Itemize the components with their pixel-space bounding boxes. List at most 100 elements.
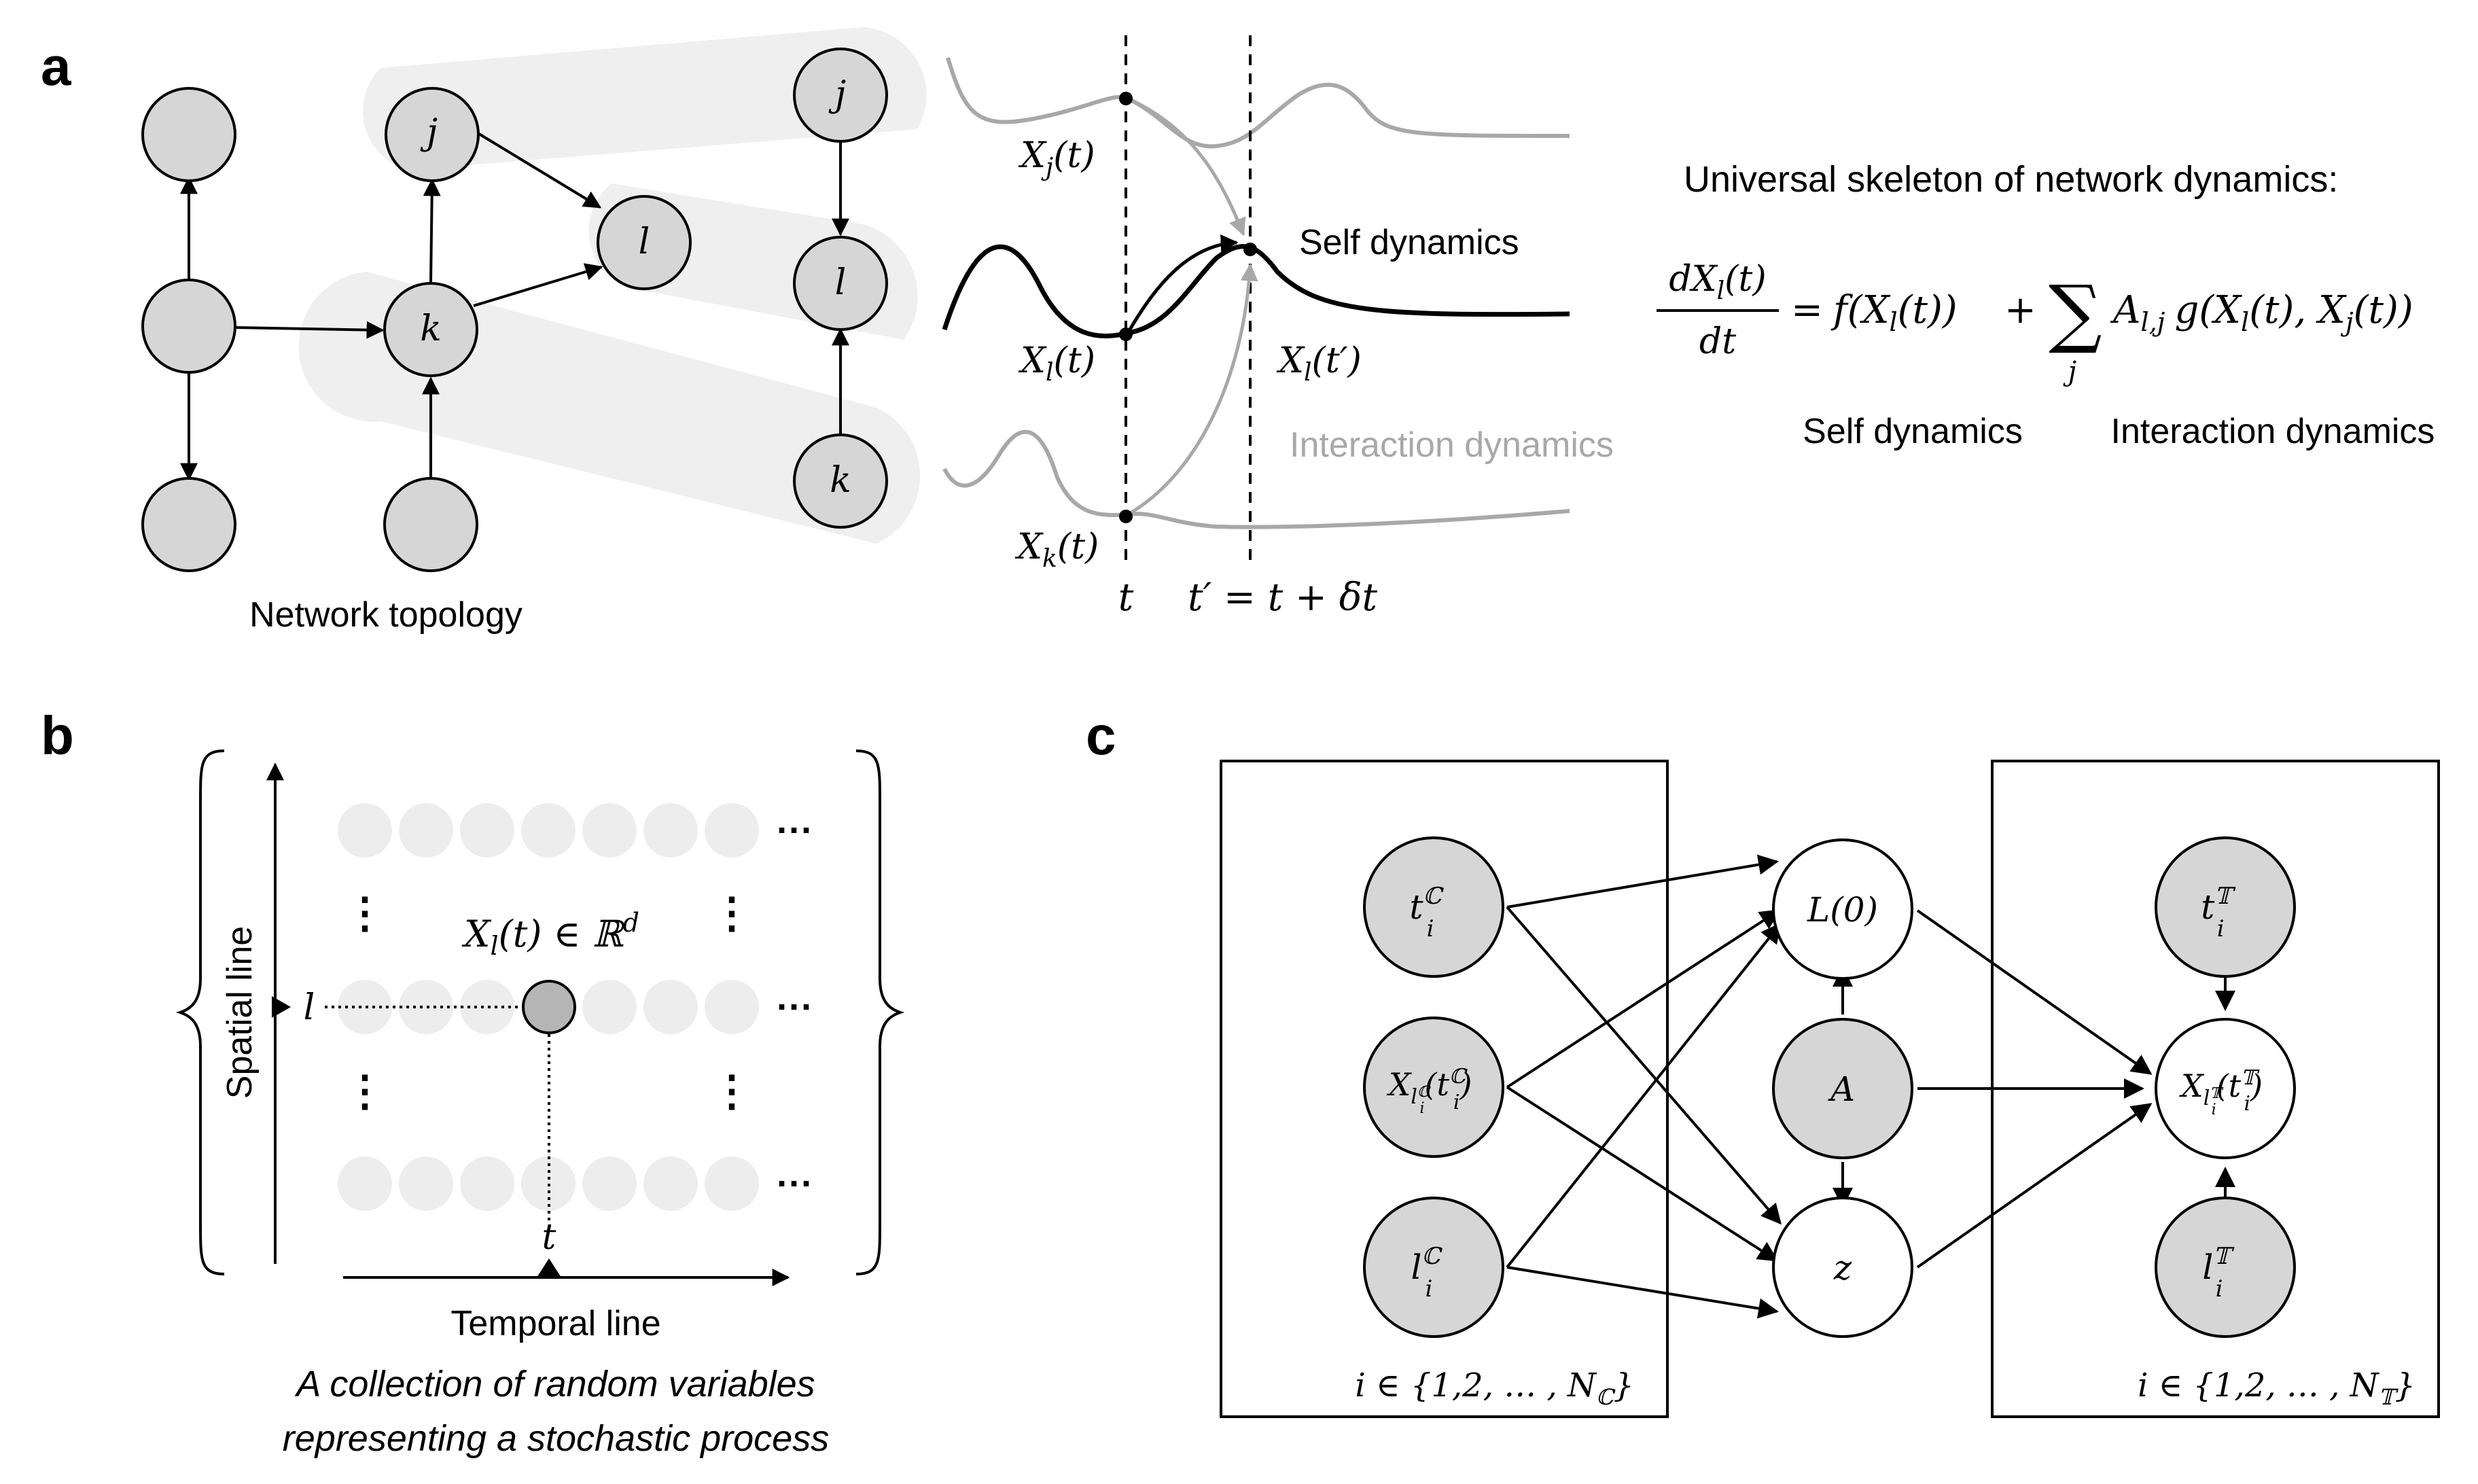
right-brace: [855, 749, 905, 1275]
node-top-left: [141, 87, 236, 182]
edge-lc-z: [1506, 1266, 1779, 1319]
plate-context-label: i ∈ {1,2, … , Nℂ}: [1355, 1366, 1634, 1410]
chain-node-k-label: k: [830, 460, 851, 501]
eq-numerator: dXl(t): [1669, 259, 1766, 305]
left-brace: [175, 749, 225, 1275]
eq-sum: ∑: [2049, 269, 2102, 356]
point-xl: [1119, 328, 1133, 341]
node-t-context: [1363, 836, 1504, 978]
node-l: [597, 195, 692, 290]
node-l-context: [1363, 1197, 1504, 1338]
stochastic-grid: Spatial line Temporal line l t Xl(t) ∈ ℝ…: [175, 749, 905, 1459]
time-traces: Xj(t) Xl(t) Xl(t′) Xk(t) t t′ = t + δt S…: [942, 35, 1614, 620]
arrow-j-influence: [1127, 96, 1246, 236]
node-l-target: [2155, 1197, 2296, 1338]
skeleton-title: Universal skeleton of network dynamics:: [1684, 159, 2338, 200]
l-marker-triangle: [272, 996, 291, 1018]
edge-z-xt: [1916, 1103, 2153, 1269]
random-variable-label: Xl(t) ∈ ℝd: [461, 908, 639, 961]
edge-xc-z: [1506, 1086, 1779, 1262]
edge-lc-L0: [1506, 922, 1782, 1269]
chain-node-k: [793, 434, 888, 529]
node-L0-label: L(0): [1807, 890, 1878, 930]
label-xk: Xk(t): [1014, 527, 1099, 573]
eq-self-label: Self dynamics: [1803, 412, 2023, 451]
h-ellipsis-bottom: ···: [777, 1163, 813, 1204]
self-dynamics-label: Self dynamics: [1299, 223, 1519, 262]
node-t-target: [2155, 836, 2296, 978]
t-marker-triangle: [537, 1258, 561, 1277]
label-xl-next: Xl(t′): [1276, 340, 1362, 387]
panel-label-a: a: [41, 36, 71, 96]
eq-sum-index: j: [2063, 356, 2076, 387]
h-ellipsis-mid: ···: [777, 987, 813, 1027]
plate-target-label: i ∈ {1,2, … , N𝕋}: [2138, 1366, 2415, 1410]
node-bottom-mid: [383, 477, 478, 572]
node-A-label: A: [1828, 1070, 1855, 1109]
spatial-line-label: Spatial line: [220, 926, 260, 1099]
eq-interaction-label: Interaction dynamics: [2111, 412, 2435, 451]
point-xk: [1119, 510, 1133, 523]
temporal-line-label: Temporal line: [450, 1304, 660, 1343]
chain-node-j: [793, 48, 888, 143]
edge-tc-z: [1506, 906, 1782, 1225]
edge-j-l: [474, 130, 602, 209]
node-A: [1772, 1018, 1913, 1159]
caption-line-1: A collection of random variables: [294, 1364, 815, 1404]
node-x-target: [2155, 1018, 2296, 1159]
edge-tc-L0: [1506, 854, 1779, 908]
topology-caption: Network topology: [249, 595, 523, 635]
node-center-left: [141, 279, 236, 374]
ghost-row-bottom: [338, 1156, 759, 1211]
node-l-label: l: [639, 222, 650, 262]
node-chain: j l k: [793, 48, 888, 529]
panel-label-c: c: [1086, 705, 1116, 766]
tick-t: t: [1118, 576, 1134, 620]
point-xl-next: [1243, 243, 1257, 256]
chain-node-l: [793, 236, 888, 331]
h-ellipsis-top: ···: [777, 810, 813, 851]
node-z-label: z: [1833, 1248, 1852, 1288]
trace-xk: [942, 429, 1570, 529]
node-bottom-left: [141, 477, 236, 572]
node-L0: [1772, 838, 1913, 980]
v-ellipsis-left-lower: ⋮: [344, 1066, 386, 1116]
node-k: [383, 282, 478, 377]
arrow-self-influence: [1126, 234, 1239, 334]
l-marker-label: l: [304, 987, 315, 1028]
edge-center-k: [236, 321, 385, 339]
tick-tprime: t′ = t + δt: [1188, 576, 1377, 620]
node-k-label: k: [420, 308, 442, 349]
v-ellipsis-left-upper: ⋮: [344, 888, 386, 938]
edge-k-j: [423, 178, 441, 283]
arrow-k-influence: [1127, 263, 1258, 516]
eq-denominator: dt: [1699, 321, 1736, 362]
chain-node-l-label: l: [835, 262, 847, 303]
label-xl: Xl(t): [1018, 340, 1095, 387]
highlighted-variable: [522, 980, 576, 1034]
skeleton-equation: Universal skeleton of network dynamics: …: [1657, 159, 2435, 451]
panel-label-b: b: [41, 705, 74, 766]
point-xj: [1119, 92, 1133, 105]
plate-context: [1220, 760, 1669, 1418]
v-ellipsis-right-upper: ⋮: [711, 888, 753, 938]
caption-line-2: representing a stochastic process: [283, 1418, 829, 1459]
node-x-context: [1363, 1017, 1504, 1158]
edge-k-l: [473, 263, 603, 307]
t-marker-label: t: [542, 1217, 556, 1258]
network-topology: j k l Network topology: [141, 87, 692, 635]
interaction-dynamics-label: Interaction dynamics: [1290, 425, 1614, 465]
node-z: [1772, 1197, 1913, 1338]
ghost-row-top: [338, 803, 759, 858]
trace-xj: [946, 57, 1570, 149]
ghost-row-mid: [338, 980, 759, 1034]
v-ellipsis-right-lower: ⋮: [711, 1066, 753, 1116]
eq-plus: +: [2004, 288, 2036, 332]
trace-xl: [942, 244, 1570, 338]
